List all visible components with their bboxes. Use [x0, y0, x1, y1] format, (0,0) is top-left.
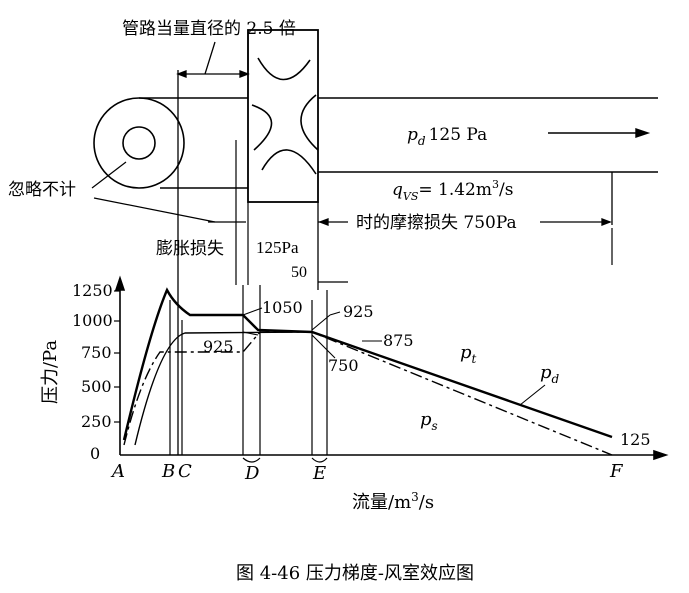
length-dimension	[176, 30, 250, 455]
fan-vane-right	[300, 94, 319, 151]
pt-curve-label: pt	[460, 342, 477, 366]
fan-vane-left	[251, 104, 273, 151]
ignore-note-leaders	[91, 161, 246, 223]
x-point-label-e: E	[312, 463, 326, 484]
pd-leader	[519, 384, 546, 406]
label-50: 50	[291, 264, 307, 281]
value-label-925-left: 925	[203, 337, 234, 356]
pd-curve-label: pd	[540, 362, 560, 386]
value-label-1050: 1050	[262, 298, 303, 317]
top-note-label: 管路当量直径的 2.5 倍	[122, 19, 296, 39]
total-pressure-curve	[122, 287, 613, 441]
ignore-note-label: 忽略不计	[8, 180, 76, 200]
x-axis-label: 流量/m3/s	[352, 490, 434, 513]
inlet-circle-inner	[122, 126, 156, 160]
y-tick-label-1000: 1000	[72, 311, 113, 330]
flow-rate-label: qVS= 1.42m3/s	[392, 178, 513, 203]
y-tick-label-1250: 1250	[72, 281, 113, 300]
friction-loss-label: 时的摩擦损失 750Pa	[356, 213, 517, 233]
value-label-750: 750	[328, 356, 359, 375]
expansion-loss-dimension	[235, 140, 249, 285]
ps-curve-label: ps	[420, 409, 438, 433]
value-leaders	[242, 307, 382, 359]
x-point-label-b: B	[161, 461, 175, 482]
x-point-label-f: F	[609, 461, 624, 482]
y-tick-label-0: 0	[90, 444, 100, 463]
x-point-labels: A B C D E F	[110, 461, 624, 484]
station-brackets	[242, 457, 328, 463]
y-tick-labels: 0 250 500 750 1000 1250	[72, 281, 113, 463]
y-tick-label-250: 250	[81, 412, 112, 431]
x-point-label-c: C	[178, 461, 192, 482]
value-labels: 1050 925 925 875 750 125	[203, 298, 651, 449]
station-lines	[169, 285, 328, 455]
chart-axes	[114, 275, 669, 461]
friction-loss-dimension	[317, 172, 613, 290]
fan-vane-lower	[261, 149, 317, 175]
expansion-loss-label: 膨胀损失	[156, 239, 224, 259]
figure-caption: 图 4-46 压力梯度-风室效应图	[236, 563, 474, 584]
value-label-925-right: 925	[343, 302, 374, 321]
x-point-label-a: A	[110, 461, 125, 482]
fan-rise-label: 125Pa	[256, 238, 299, 257]
y-axis-label: 压力/Pa	[40, 340, 61, 404]
y-tick-label-500: 500	[81, 377, 112, 396]
fan-vane-upper	[257, 57, 311, 81]
flow-direction-arrow	[548, 128, 651, 138]
y-tick-marks	[114, 290, 120, 423]
static-pressure-curve	[123, 331, 613, 456]
value-label-875: 875	[383, 331, 414, 350]
fan-casing	[247, 29, 319, 203]
dynamic-pressure-curve	[134, 331, 313, 446]
pressure-chart: 0 250 500 750 1000 1250 压力/Pa A B C	[40, 275, 669, 513]
value-label-125: 125	[620, 430, 651, 449]
inlet-circle-outer	[93, 97, 185, 189]
duct-schematic	[93, 29, 658, 203]
y-tick-label-750: 750	[81, 343, 112, 362]
x-point-label-d: D	[244, 463, 260, 484]
